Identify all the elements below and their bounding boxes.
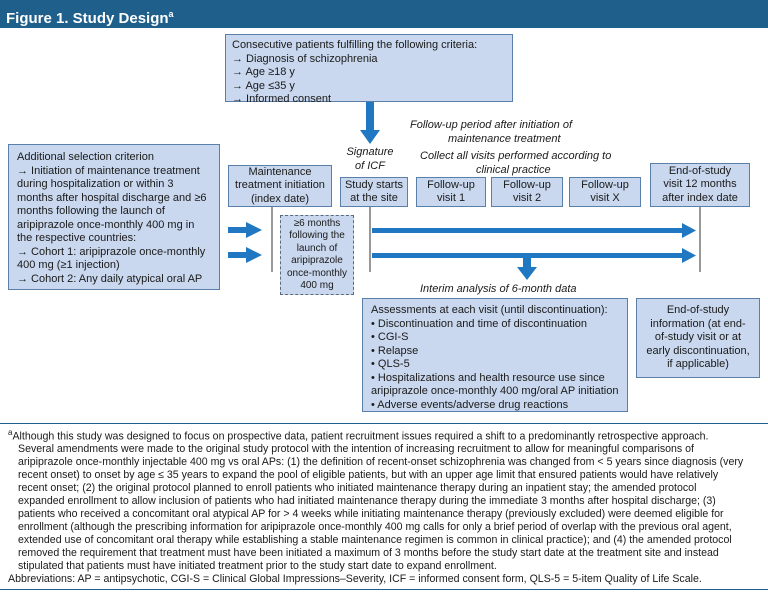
maintenance-initiation-box: Maintenance treatment initiation (index … <box>228 165 332 207</box>
end-of-study-visit-box: End-of-study visit 12 months after index… <box>650 163 750 207</box>
inclusion-criteria-box: Consecutive patients fulfilling the foll… <box>225 34 513 105</box>
figure-title-superscript: a <box>168 9 174 19</box>
selection-line: months after hospital discharge and ≥6 <box>17 191 207 204</box>
criteria-heading: Consecutive patients fulfilling the foll… <box>232 39 478 51</box>
footnote-line: patients who received a concomitant oral… <box>18 507 724 520</box>
follow-up-visit-x-box: Follow-up visit X <box>569 177 641 207</box>
footnote-line: Several amendments were made to the orig… <box>18 443 694 456</box>
interim-analysis-label: Interim analysis of 6-month data <box>420 283 577 295</box>
criteria-item: → Age ≤35 y <box>232 79 295 92</box>
assessment-item: • Discontinuation and time of discontinu… <box>371 317 588 330</box>
footnote-line: expanded enrollment to allow inclusion o… <box>18 495 716 508</box>
end-of-study-info-box: End-of-study information (at end- of-stu… <box>636 298 760 378</box>
assessments-heading: Assessments at each visit (until discont… <box>371 304 608 316</box>
selection-line: Additional selection criterion <box>17 151 154 163</box>
selection-line: → Cohort 2: Any daily atypical oral AP <box>17 272 203 285</box>
criteria-item: → Age ≥18 y <box>232 66 295 78</box>
footnote-line: stipulated that patients must have initi… <box>18 559 497 572</box>
assessment-item: • Hospitalizations and health resource u… <box>371 371 605 384</box>
assessment-item: • CGI-S <box>371 331 409 343</box>
cohort2-arrow-shaft <box>228 252 248 258</box>
collect-visits-label: Collect all visits performed according t… <box>420 150 612 176</box>
footnote-line: enrollment (although the prescribing inf… <box>18 520 732 533</box>
assessments-box: Assessments at each visit (until discont… <box>362 298 628 412</box>
interim-arrow-head <box>517 267 537 280</box>
selection-line: aripiprazole once-monthly 400 mg in <box>17 218 195 231</box>
figure-title: Figure 1. Study Design <box>6 10 169 27</box>
footnote-top-rule <box>0 423 768 424</box>
cohort1-arrow-shaft <box>228 227 248 233</box>
cohort1-timeline-shaft <box>372 228 684 233</box>
assessment-item: • QLS-5 <box>371 358 410 370</box>
interim-arrow-shaft <box>523 258 531 268</box>
criteria-item: → Informed consent <box>232 93 332 105</box>
cohort1-arrow-head <box>246 222 262 238</box>
follow-up-visit-1-box: Follow-up visit 1 <box>416 177 486 207</box>
study-starts-box: Study starts at the site <box>340 177 408 207</box>
selection-line: months following the launch of <box>17 205 165 217</box>
additional-selection-box: Additional selection criterion → Initiat… <box>8 144 220 290</box>
abbreviations: Abbreviations: AP = antipsychotic, CGI-S… <box>8 572 702 585</box>
criteria-down-arrow-head <box>360 130 380 144</box>
footnote-line: Although this study was designed to focu… <box>12 430 709 443</box>
criteria-down-arrow-shaft <box>366 100 374 132</box>
selection-line: the respective countries: <box>17 232 137 244</box>
footnote-line: recent onset; (2) the original protocol … <box>18 482 697 495</box>
follow-up-visit-2-box: Follow-up visit 2 <box>491 177 563 207</box>
footnote-line: recent onset) to onset by age ≤ 35 years… <box>18 469 719 482</box>
cohort2-timeline-shaft <box>372 253 684 258</box>
cohort2-arrow-head <box>246 247 262 263</box>
footnote-line: removed the requirement that treatment m… <box>18 546 719 559</box>
footnote-marker: a <box>8 428 13 437</box>
follow-up-period-label: Follow-up period after initiation of mai… <box>410 119 573 145</box>
footnote: aAlthough this study was designed to foc… <box>8 427 760 585</box>
footnote-bottom-rule <box>0 589 768 590</box>
diagram-connectors <box>228 100 701 280</box>
assessment-item: aripiprazole once-monthly 400 mg/oral AP… <box>371 385 619 397</box>
footnote-line: extended use of concomitant oral therapy… <box>18 533 732 546</box>
launch-window-box: ≥6 months following the launch of aripip… <box>280 215 354 295</box>
selection-line: 400 mg (≥1 injection) <box>17 259 120 271</box>
cohort1-timeline-head <box>682 223 696 238</box>
footnote-line: aripiprazole once-monthly injectable 400… <box>18 456 744 469</box>
selection-line: → Initiation of maintenance treatment <box>17 164 200 177</box>
assessment-item: • Relapse <box>371 344 419 357</box>
selection-line: → Cohort 1: aripiprazole once-monthly <box>17 245 206 258</box>
criteria-item: → Diagnosis of schizophrenia <box>232 52 378 65</box>
selection-line: during hospitalization or within 3 <box>17 178 174 190</box>
cohort2-timeline-head <box>682 248 696 263</box>
figure-title-bar: Figure 1. Study Designa <box>0 0 768 28</box>
assessment-item: • Adverse events/adverse drug reactions <box>371 398 569 411</box>
signature-of-icf-label: Signature of ICF <box>346 146 394 172</box>
